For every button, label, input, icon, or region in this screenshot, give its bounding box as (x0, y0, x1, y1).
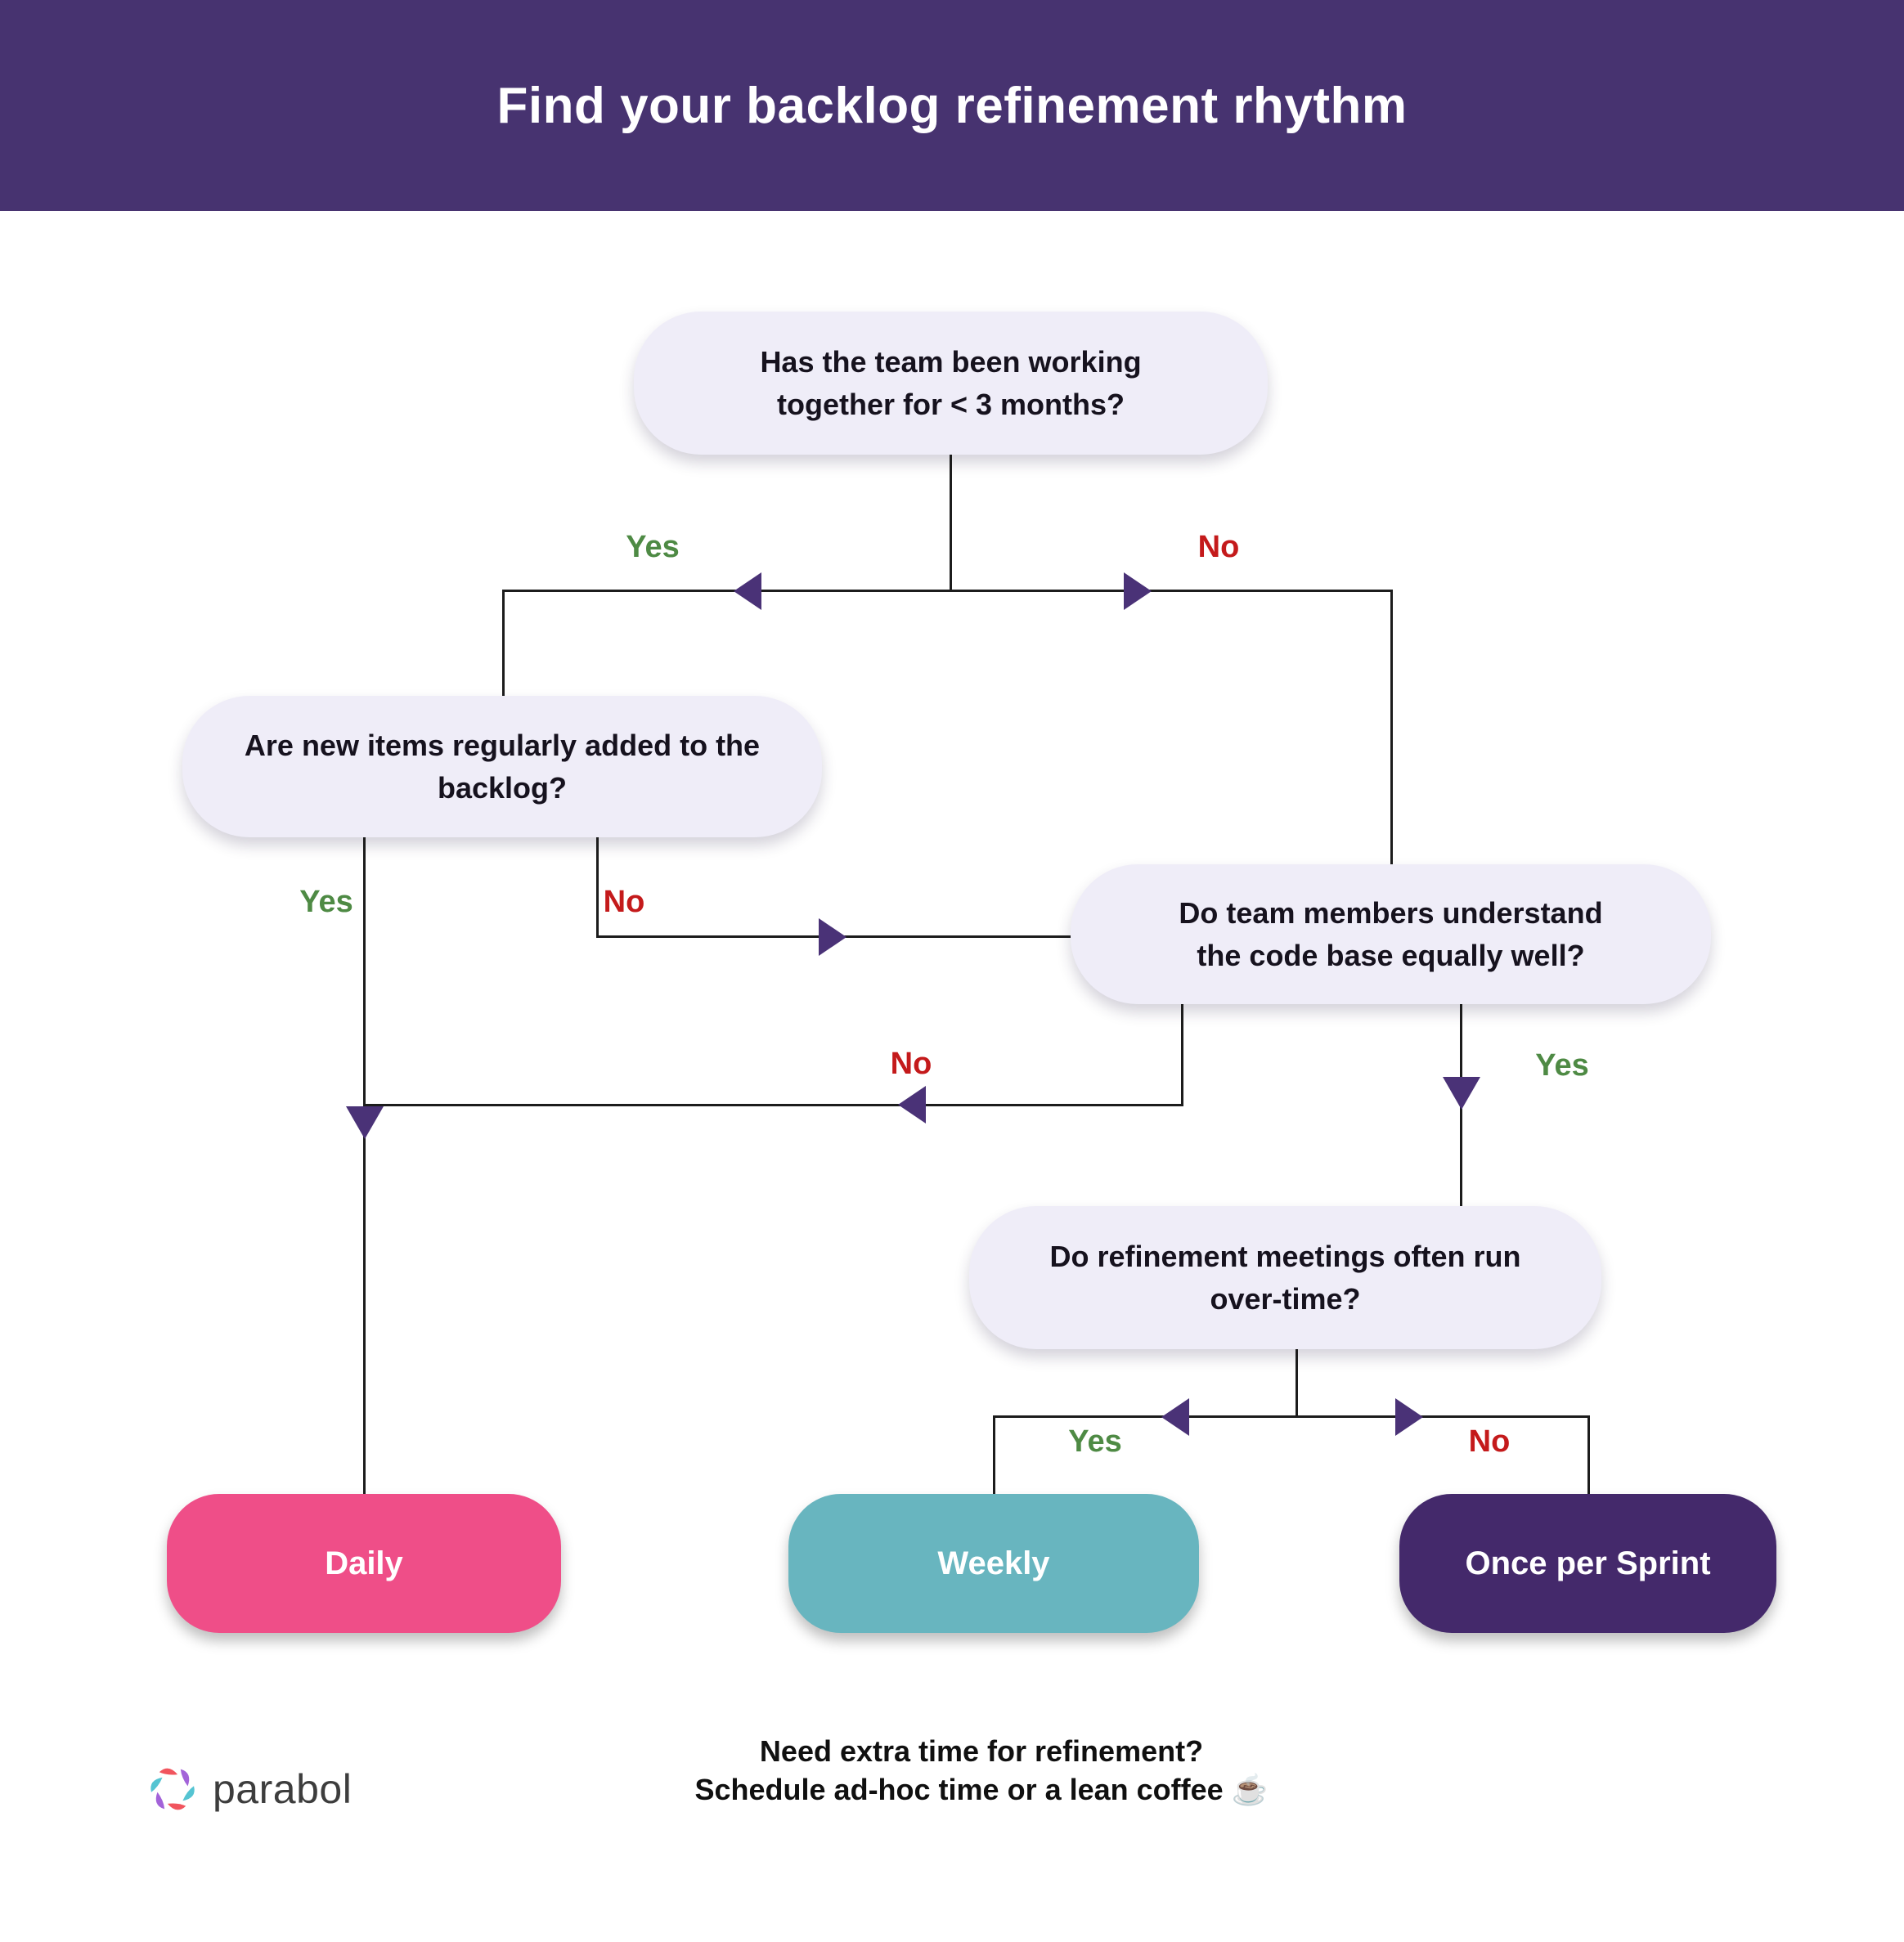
arrow-right-icon (819, 918, 846, 956)
node-q1-line2: together for < 3 months? (776, 387, 1125, 421)
node-q2-line2: backlog? (437, 770, 568, 805)
logo-petal (180, 1769, 190, 1787)
logo-petal (155, 1792, 165, 1810)
branch-label-q3-no: No (890, 1047, 932, 1081)
page-title: Find your backlog refinement rhythm (496, 77, 1408, 134)
arrow-down-icon (1443, 1077, 1480, 1110)
connector-q1-no-drop (1390, 590, 1393, 864)
footer-note: Need extra time for refinement? Schedule… (438, 1732, 1525, 1809)
outcome-sprint-label: Once per Sprint (1465, 1545, 1711, 1581)
footer-line2: Schedule ad-hoc time or a lean coffee ☕ (694, 1773, 1269, 1806)
outcome-pill-once-per-sprint: Once per Sprint (1399, 1494, 1776, 1633)
connector-q3-no-drop (1181, 1004, 1183, 1106)
connector-q2-yes-to-daily (363, 837, 366, 1494)
connector-q4-branch (993, 1415, 1590, 1418)
connector-q1-yes-drop (502, 590, 505, 696)
arrow-right-icon (1395, 1398, 1423, 1436)
flow-node-q3: Do team members understand the code base… (1071, 864, 1711, 1004)
node-q4-line2: over-time? (1210, 1281, 1361, 1316)
branch-label-q2-yes: Yes (299, 885, 353, 919)
connector-q2-no-drop (596, 837, 599, 937)
header-band: Find your backlog refinement rhythm (0, 0, 1904, 211)
connector-q3-no-run (363, 1104, 1183, 1106)
node-q3-line2: the code base equally well? (1197, 938, 1585, 972)
connector-q4-no-drop (1587, 1415, 1590, 1494)
connector-q4-yes-drop (993, 1415, 995, 1494)
branch-label-q3-yes: Yes (1535, 1048, 1589, 1083)
flow-node-q1: Has the team been working together for <… (634, 312, 1268, 455)
arrow-left-icon (898, 1086, 926, 1123)
node-q1-line1: Has the team been working (760, 344, 1142, 379)
logo-petal (159, 1768, 178, 1775)
branch-label-q1-no: No (1197, 530, 1240, 564)
parabol-logo: parabol (147, 1764, 352, 1814)
connector-q4-stem (1296, 1349, 1298, 1417)
node-q2-line1: Are new items regularly added to the (244, 728, 761, 762)
arrow-right-icon (1124, 572, 1152, 610)
parabol-wordmark: parabol (213, 1766, 353, 1812)
flow-node-q4: Do refinement meetings often run over-ti… (969, 1206, 1601, 1349)
parabol-logo-icon (150, 1768, 195, 1810)
branch-label-q4-no: No (1468, 1424, 1511, 1459)
branch-label-q1-yes: Yes (626, 530, 680, 564)
node-q4-line1: Do refinement meetings often run (1049, 1239, 1521, 1273)
logo-petal (182, 1786, 195, 1801)
flow-node-q2: Are new items regularly added to the bac… (182, 696, 822, 837)
logo-petal (167, 1803, 186, 1810)
arrow-left-icon (1161, 1398, 1189, 1436)
arrow-left-icon (734, 572, 761, 610)
branch-label-q4-yes: Yes (1068, 1424, 1122, 1459)
logo-petal (150, 1777, 163, 1792)
arrow-down-icon (346, 1106, 384, 1139)
outcome-daily-label: Daily (325, 1545, 403, 1581)
connector-q1-branch (502, 590, 1393, 592)
outcome-pill-weekly: Weekly (788, 1494, 1199, 1633)
node-q3-line1: Do team members understand (1179, 895, 1603, 930)
outcome-weekly-label: Weekly (937, 1545, 1050, 1581)
connector-q1-stem (950, 455, 952, 591)
branch-label-q2-no: No (603, 885, 645, 919)
outcome-pill-daily: Daily (167, 1494, 561, 1633)
footer-line1: Need extra time for refinement? (759, 1734, 1204, 1768)
